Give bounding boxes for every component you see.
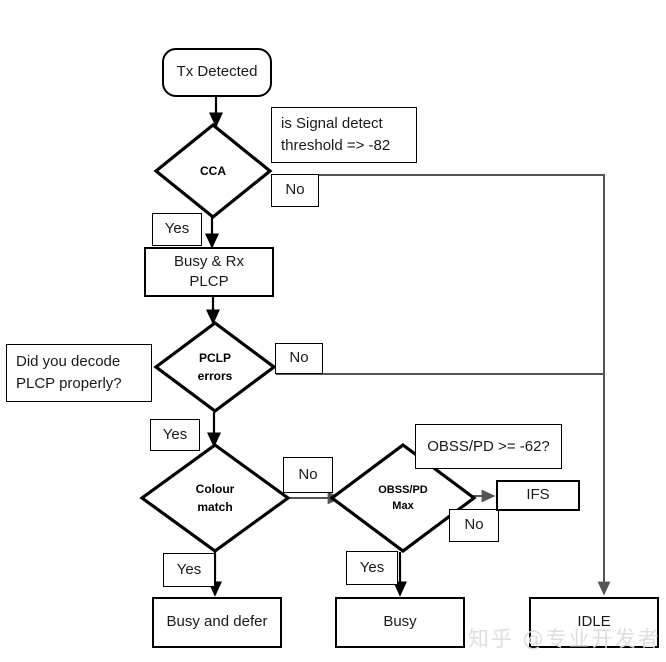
edge-label-colour-yes: Yes [163,553,215,587]
edge-label-obss-no-text: No [464,516,484,534]
node-busy-and-defer-label: Busy and defer [166,613,268,631]
edge-label-obss-no: No [449,509,499,542]
annotation-decode-plcp-line1: Did you decode [16,353,121,371]
annotation-signal-detect-line2: threshold => -82 [281,137,391,154]
node-pclp-errors[interactable]: PCLP errors [153,321,277,413]
edge-label-pclp-yes: Yes [150,419,200,451]
edge-label-pclp-no-text: No [289,349,309,367]
edge-label-colour-yes-text: Yes [176,560,202,578]
node-busy[interactable]: Busy [335,597,465,648]
node-ifs-label: IFS [526,486,550,504]
node-colour-match[interactable]: Colour match [139,443,291,553]
edge-label-pclp-yes-text: Yes [162,425,188,443]
colour-match-diamond-shape [139,443,291,553]
annotation-decode-plcp: Did you decode PLCP properly? [6,344,152,402]
node-busy-rx-plcp[interactable]: Busy & Rx PLCP [144,247,274,297]
edge-label-pclp-no: No [275,343,323,374]
edge-label-obss-yes: Yes [346,551,398,585]
edge-label-cca-yes: Yes [152,213,202,246]
annotation-obss-pd-threshold-text: OBSS/PD >= -62? [427,437,550,455]
edge-label-cca-yes-text: Yes [164,220,190,238]
node-busy-rx-plcp-line1: Busy & Rx [173,252,245,270]
edge-label-colour-no: No [283,457,333,493]
node-idle-label: IDLE [577,613,611,631]
annotation-decode-plcp-line2: PLCP properly? [16,375,122,392]
node-idle[interactable]: IDLE [529,597,659,648]
watermark-text: 知乎 @专业开发者 [468,627,661,651]
obss-pd-max-diamond-shape [329,443,477,553]
pclp-diamond-shape [153,321,277,413]
node-busy-rx-plcp-line2: PLCP [189,273,229,290]
node-tx-detected-label: Tx Detected [176,63,258,81]
watermark: 知乎 @专业开发者 [468,623,661,653]
annotation-signal-detect-line1: is Signal detect [281,115,383,133]
node-busy-label: Busy [383,613,417,631]
edge-label-cca-no: No [271,174,319,207]
edge-label-obss-yes-text: Yes [359,558,385,576]
node-busy-and-defer[interactable]: Busy and defer [152,597,282,648]
node-cca[interactable]: CCA [153,122,273,220]
cca-diamond-shape [153,122,273,220]
annotation-obss-pd-threshold: OBSS/PD >= -62? [415,424,562,469]
edge-label-cca-no-text: No [285,181,305,199]
edge-label-colour-no-text: No [298,465,318,483]
node-ifs[interactable]: IFS [496,480,580,511]
node-tx-detected[interactable]: Tx Detected [162,48,272,97]
annotation-signal-detect: is Signal detect threshold => -82 [271,107,417,163]
